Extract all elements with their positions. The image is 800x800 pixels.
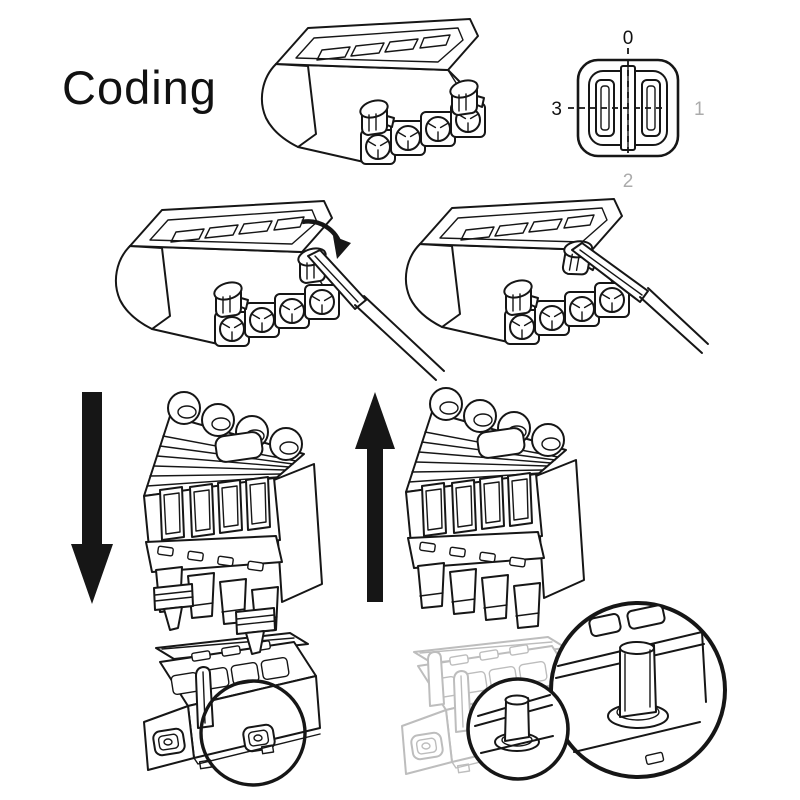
coding-pos-1-label: 1	[694, 99, 705, 120]
header-socket-faded	[401, 636, 579, 775]
step-lever-out	[406, 199, 709, 354]
coding-position-diagram: 0 1 2 3	[551, 28, 704, 192]
up-arrow-icon	[355, 392, 395, 602]
coding-pos-0-label: 0	[623, 28, 634, 49]
step-insert-and-rotate	[116, 201, 445, 381]
detail-circle-large	[549, 601, 727, 779]
screwdriver-angled-icon	[307, 249, 445, 381]
rotate-clockwise-arrow-icon	[301, 219, 351, 259]
coding-pos-3-label: 3	[551, 99, 562, 120]
coding-pos-2-label: 2	[623, 171, 634, 192]
plug-with-coding-pins	[144, 392, 322, 655]
down-arrow-icon	[71, 392, 113, 604]
plug-with-coding-elements	[262, 19, 485, 164]
page-title: Coding	[62, 61, 217, 114]
screwdriver-flat-icon	[571, 242, 709, 354]
detail-circle-small	[466, 677, 570, 781]
magnifier-circle	[199, 679, 307, 787]
plug-without-coding-pins	[406, 388, 584, 628]
